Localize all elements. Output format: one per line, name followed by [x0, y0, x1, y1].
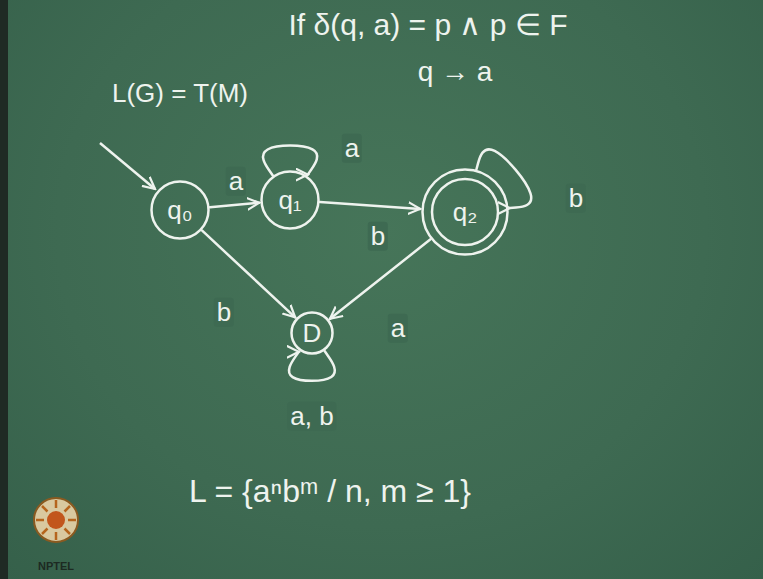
state-ring — [292, 313, 333, 354]
start-arrow — [100, 143, 155, 189]
state-circle: q₁ — [260, 170, 320, 230]
state-circle: q₀ — [150, 180, 210, 240]
state-ring — [262, 172, 319, 229]
board-note: L = {aⁿbᵐ / n, m ≥ 1} — [189, 474, 471, 509]
self-loop — [476, 149, 531, 208]
state-name: D — [303, 320, 322, 346]
transition-arrow — [330, 239, 430, 318]
board-note: q → a — [418, 57, 493, 88]
state-ring — [423, 170, 508, 255]
state-circle: q₂ — [421, 168, 509, 256]
state-name: q₂ — [453, 199, 478, 225]
state-name: q₀ — [167, 197, 192, 223]
board-frame — [0, 0, 8, 579]
transition-arrow — [210, 203, 259, 207]
logo-center — [47, 511, 65, 529]
transition-symbol: a, b — [287, 402, 336, 431]
state-name: q₁ — [278, 187, 301, 213]
board-note: If δ(q, a) = p ∧ p ∈ F — [289, 8, 568, 41]
transition-symbol: a — [342, 134, 362, 163]
transition-symbol: a — [226, 167, 246, 196]
logo-rays — [36, 500, 76, 540]
state-ring — [152, 182, 209, 239]
transition-arrow — [320, 202, 420, 209]
self-loop — [289, 351, 335, 381]
logo-disc — [34, 498, 78, 542]
final-state-ring — [432, 179, 498, 245]
nptel-logo — [34, 498, 78, 542]
transition-symbol: b — [566, 184, 586, 213]
transition-symbol: a — [388, 314, 408, 343]
transition-symbol: b — [214, 298, 234, 327]
transition-symbol: b — [368, 222, 388, 251]
board-note: L(G) = T(M) — [112, 79, 248, 108]
logo-caption: NPTEL — [38, 560, 74, 572]
state-circle: D — [290, 311, 334, 355]
